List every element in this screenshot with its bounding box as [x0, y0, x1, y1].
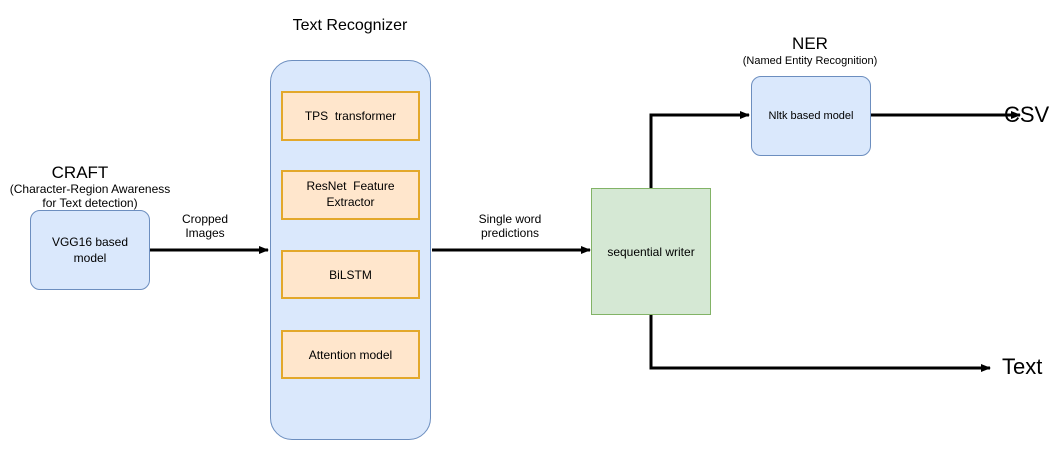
craft-title: CRAFT [51, 163, 109, 182]
resnet-line2: Extractor [326, 195, 375, 209]
craft-model-box: VGG16 based model [30, 210, 150, 290]
recognizer-title: Text Recognizer [292, 17, 408, 34]
arrow-writer-to-ner [649, 111, 750, 188]
sequential-writer-box: sequential writer [591, 188, 711, 315]
craft-box-line2: model [73, 251, 107, 265]
resnet-line1: ResNet Feature [306, 179, 395, 194]
resnet-box: ResNet Feature Extractor [281, 170, 420, 220]
bilstm-box: BiLSTM [281, 250, 420, 299]
craft-subtitle-line2: for Text detection) [42, 196, 138, 210]
attention-model-box: Attention model [281, 330, 420, 379]
edge-label-cropped-line2: Images [185, 226, 225, 240]
output-csv-label: CSV [1004, 102, 1050, 127]
ner-title: NER [792, 34, 828, 53]
edge-label-cropped-line1: Cropped [181, 212, 229, 226]
edge-label-single-line1: Single word [478, 212, 542, 226]
ner-model-box: Nltk based model [751, 76, 871, 156]
edge-label-single-line2: predictions [480, 226, 540, 240]
ner-subtitle: (Named Entity Recognition) [742, 55, 878, 67]
tps-transformer-box: TPS transformer [281, 91, 420, 141]
output-text-label: Text [1002, 354, 1043, 379]
craft-subtitle-line1: (Character-Region Awareness [9, 182, 171, 196]
craft-box-line1: VGG16 based [51, 234, 129, 249]
arrow-writer-to-text [649, 315, 991, 372]
